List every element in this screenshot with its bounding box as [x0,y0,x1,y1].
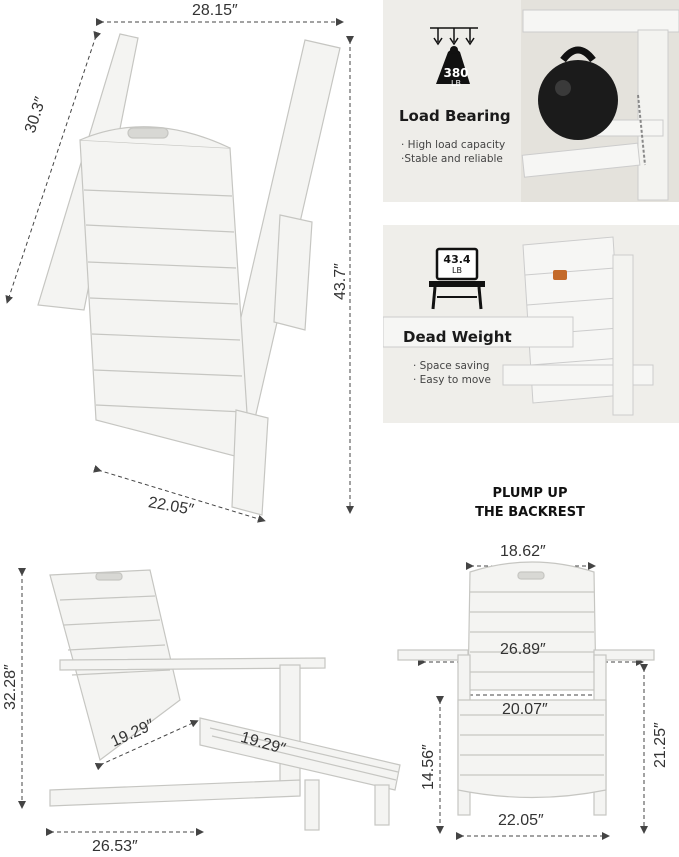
load-badge-unit: LB [451,79,461,88]
load-badge-value: 380 [443,66,469,80]
load-bearing-bullet-2: ·Stable and reliable [401,153,503,165]
kettlebell-icon [538,60,618,140]
dead-weight-badge-value: 43.4 [443,253,471,266]
dead-weight-photo [383,225,679,423]
front-base-width-dim: 22.05″ [498,812,544,829]
load-bearing-title: Load Bearing [399,107,511,125]
diag-dim-line [5,30,102,304]
dead-weight-bullet-2: · Easy to move [413,374,491,386]
front-arm-height-dim: 21.25″ [652,722,669,768]
dead-weight-title: Dead Weight [403,328,512,346]
folded-chair [37,33,341,516]
top-height-dim: 43.7″ [332,263,349,300]
plump-heading-line-2: THE BACKREST [475,505,585,520]
front-seat-width-dim: 20.07″ [502,701,548,718]
top-width-dim: 28.15″ [192,2,238,19]
weight-arrows-icon [430,27,478,84]
side-height-dim: 32.28″ [2,664,19,710]
front-arm-width-dim: 26.89″ [500,641,546,658]
front-back-width-dim: 18.62″ [500,543,546,560]
load-bearing-panel: 380 LB Load Bearing · High load capacity… [383,0,679,202]
load-bearing-bullet-1: · High load capacity [401,139,506,151]
dead-weight-bullet-1: · Space saving [413,360,490,372]
dead-weight-panel: 43.4 LB Dead Weight · Space saving · Eas… [383,225,679,423]
dead-weight-badge-unit: LB [452,266,462,275]
chair-weight-icon [429,247,485,310]
front-ottoman-height-dim: 14.56″ [420,744,437,790]
side-depth-dim: 26.53″ [92,838,138,855]
bottom-dim-line [93,465,266,523]
plump-heading-line-1: PLUMP UP [492,486,568,501]
load-bearing-photo [383,0,679,202]
